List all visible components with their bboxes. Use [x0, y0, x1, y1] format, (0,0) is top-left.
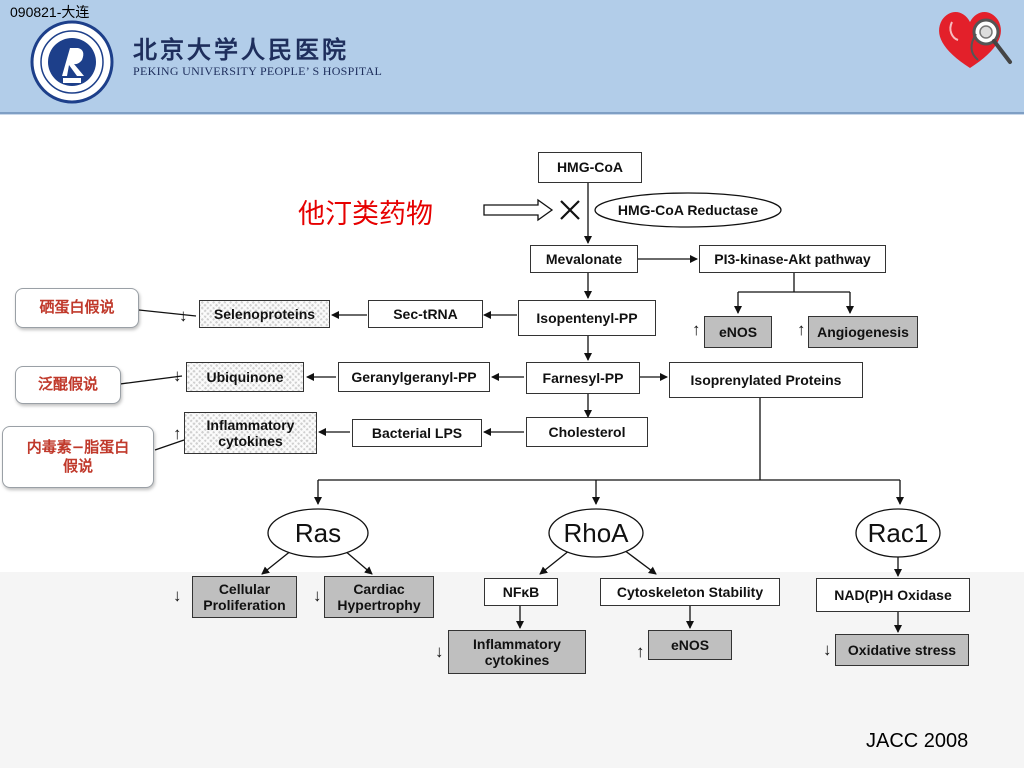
- node-angiogenesis: Angiogenesis: [808, 316, 918, 348]
- node-cytoskeleton-stability: Cytoskeleton Stability: [600, 578, 780, 606]
- node-isoprenylated-proteins: Isoprenylated Proteins: [669, 362, 863, 398]
- down-arrow-icon: ↓: [173, 366, 182, 385]
- node-bacterial-lps: Bacterial LPS: [352, 419, 482, 447]
- heart-stethoscope-icon: [939, 11, 1012, 68]
- node-pi3k-akt: PI3-kinase-Akt pathway: [699, 245, 886, 273]
- rac1-oval: Rac1: [867, 517, 929, 548]
- node-isopentenyl-pp: Isopentenyl-PP: [518, 300, 656, 336]
- up-arrow-icon: ↑: [692, 320, 701, 339]
- ras-oval: Ras: [294, 517, 342, 548]
- node-cholesterol: Cholesterol: [526, 417, 648, 447]
- node-farnesyl-pp: Farnesyl-PP: [526, 362, 640, 394]
- slide-tag: 090821-大连: [10, 4, 90, 20]
- down-arrow-icon: ↓: [179, 306, 188, 325]
- down-arrow-icon: ↓: [313, 586, 322, 605]
- statin-label: 他汀类药物: [298, 199, 433, 230]
- node-cellular-proliferation-line1: Cellular: [218, 580, 271, 597]
- node-nfkb: NFκB: [484, 578, 558, 606]
- node-oxidative-stress: Oxidative stress: [835, 634, 969, 666]
- node-sec-trna: Sec-tRNA: [368, 300, 483, 328]
- slide-header: [0, 0, 1024, 114]
- node-cardiac-hypertrophy: Cardiac Hypertrophy: [324, 576, 434, 618]
- hospital-name-cn: 北京大学人民医院: [133, 36, 349, 64]
- citation: JACC 2008: [866, 730, 969, 752]
- node-cellular-proliferation: Cellular Proliferation: [192, 576, 297, 618]
- up-arrow-icon: ↑: [636, 642, 645, 661]
- node-cardiac-hypertrophy-line1: Cardiac: [353, 580, 405, 597]
- hospital-name-en: PEKING UNIVERSITY PEOPLE’ S HOSPITAL: [133, 64, 383, 78]
- node-inflammatory-cytokines-top: Inflammatory cytokines: [184, 412, 317, 454]
- node-inflammatory-cytokines-bottom-line2: cytokines: [484, 652, 550, 668]
- node-inflammatory-cytokines-bottom-line1: Inflammatory: [473, 635, 561, 652]
- node-hmg-coa: HMG-CoA: [538, 152, 642, 183]
- up-arrow-icon: ↑: [797, 320, 806, 339]
- header-divider: [0, 114, 1024, 115]
- node-mevalonate: Mevalonate: [530, 245, 638, 273]
- hospital-seal-logo: [30, 20, 114, 104]
- node-cardiac-hypertrophy-line2: Hypertrophy: [337, 597, 421, 613]
- callout-selenium-hypothesis: 硒蛋白假说: [15, 288, 139, 328]
- up-arrow-icon: ↑: [173, 424, 182, 443]
- node-selenoproteins: Selenoproteins: [199, 300, 330, 328]
- node-nadph-oxidase: NAD(P)H Oxidase: [816, 578, 970, 612]
- down-arrow-icon: ↓: [823, 640, 832, 659]
- node-ubiquinone: Ubiquinone: [186, 362, 304, 392]
- node-inflammatory-cytokines-bottom: Inflammatory cytokines: [448, 630, 586, 674]
- node-enos-bottom: eNOS: [648, 630, 732, 660]
- node-enos-top: eNOS: [704, 316, 772, 348]
- down-arrow-icon: ↓: [173, 586, 182, 605]
- callout-endotoxin-lipoprotein-hypothesis: 内毒素−脂蛋白 假说: [2, 426, 154, 488]
- node-inflammatory-cytokines-top-line2: cytokines: [218, 433, 283, 449]
- hmg-coa-reductase-oval: HMG-CoA Reductase: [617, 202, 759, 218]
- callout-endotoxin-line2: 假说: [62, 457, 93, 475]
- callout-endotoxin-line1: 内毒素−脂蛋白: [26, 437, 130, 456]
- rhoa-oval: RhoA: [563, 517, 629, 548]
- callout-quinone-hypothesis: 泛醌假说: [15, 366, 121, 404]
- node-cellular-proliferation-line2: Proliferation: [203, 597, 286, 613]
- node-geranylgeranyl-pp: Geranylgeranyl-PP: [338, 362, 490, 392]
- down-arrow-icon: ↓: [435, 642, 444, 661]
- node-inflammatory-cytokines-top-line1: Inflammatory: [206, 416, 295, 433]
